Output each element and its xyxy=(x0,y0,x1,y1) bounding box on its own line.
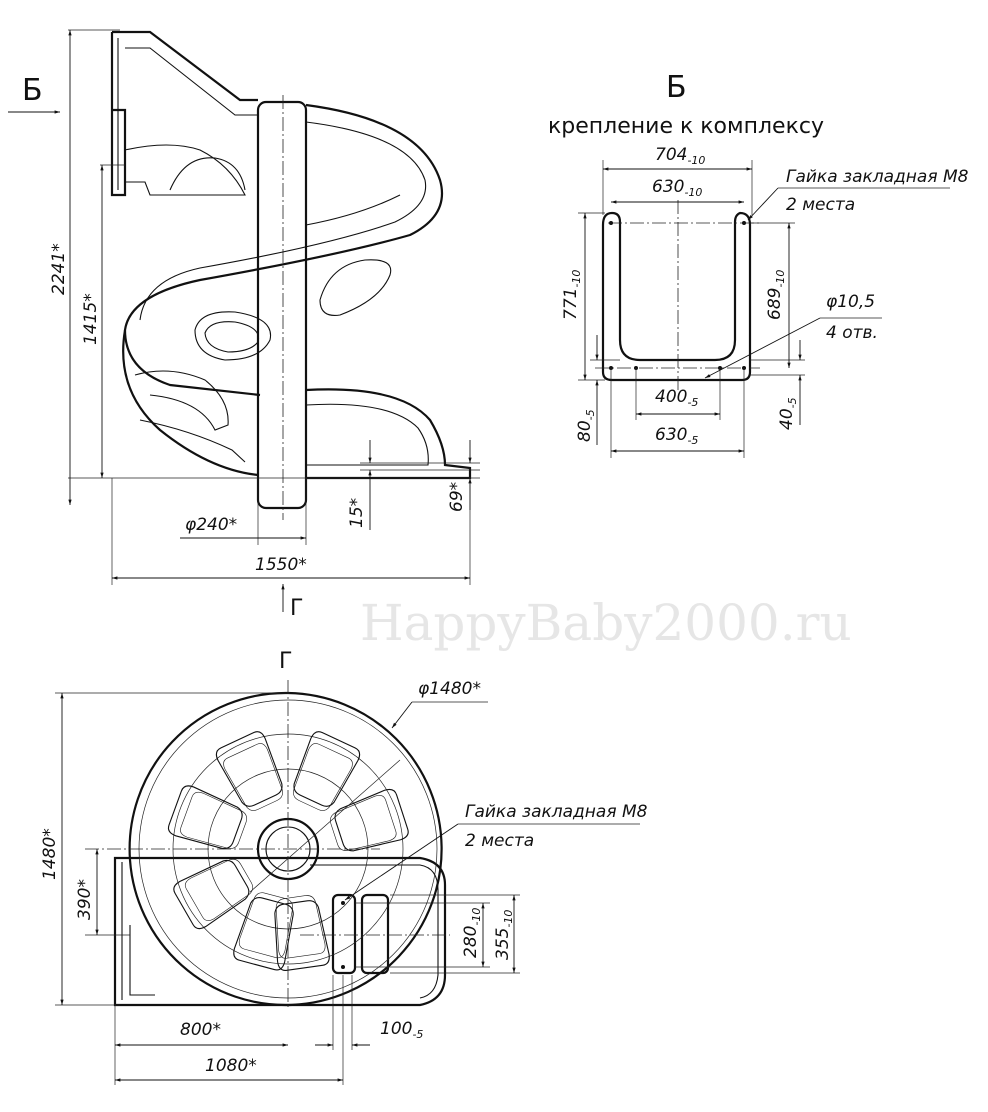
view-b-subtitle: крепление к комплексу xyxy=(548,114,824,139)
side-view: Б 2241* 1415* φ240* xyxy=(8,29,480,621)
dim-inner-width: 630-10 xyxy=(652,177,702,199)
spiral-upper xyxy=(123,103,444,397)
dim-exit-height: 69* xyxy=(447,482,467,512)
dim-bottom-width: 630-5 xyxy=(655,425,698,447)
dim-bottom-offset-right: 40-5 xyxy=(777,397,799,430)
slot-1 xyxy=(331,893,357,975)
exit-chute xyxy=(305,388,472,480)
dim-hole-spacing: 400-5 xyxy=(655,387,698,409)
dim-height-platform: 1415* xyxy=(81,293,101,345)
dim-disc-diameter: φ1480* xyxy=(418,679,481,699)
dim-height-inner: 689-10 xyxy=(765,270,787,320)
top-chute xyxy=(112,30,258,102)
slot-2 xyxy=(360,893,390,975)
view-g-arrow-label: Г xyxy=(290,596,303,621)
central-column xyxy=(256,100,308,510)
hole-note-line1: φ10,5 xyxy=(826,292,875,312)
dim-width-total: 1080* xyxy=(205,1056,257,1076)
dim-outer-width: 704-10 xyxy=(655,145,705,167)
dim-bottom-offset: 80-5 xyxy=(575,409,597,442)
dim-gap: 15* xyxy=(347,498,367,528)
mount-bracket xyxy=(601,211,752,382)
platform xyxy=(113,856,447,1007)
dim-offset: 390* xyxy=(75,879,95,920)
view-g: Г xyxy=(40,649,648,1085)
dim-column-diameter: φ240* xyxy=(185,515,237,535)
dim-length: 1550* xyxy=(255,555,307,575)
dim-height-total: 2241* xyxy=(49,243,69,295)
nut-note-line1: Гайка закладная M8 xyxy=(786,167,969,187)
view-b-arrow-label: Б xyxy=(22,73,43,108)
dim-slot-inner: 280-10 xyxy=(461,908,483,958)
dim-slot-outer: 355-10 xyxy=(493,910,515,960)
nut-note-line2: 2 места xyxy=(786,195,855,215)
dim-width-center: 800* xyxy=(180,1020,221,1040)
dim-slot-width: 100-5 xyxy=(380,1019,423,1041)
hole-note-line2: 4 отв. xyxy=(826,323,878,343)
view-b: Б крепление к комплексу 704-10 630-10 77… xyxy=(548,70,969,458)
spiral-lower xyxy=(122,329,259,477)
nut-note-g-line2: 2 места xyxy=(465,831,534,851)
nut-note-g-line1: Гайка закладная M8 xyxy=(465,802,648,822)
view-b-title: Б xyxy=(666,70,687,105)
dim-height-outer: 771-10 xyxy=(561,270,583,320)
dim-disc-height: 1480* xyxy=(40,828,60,880)
back-plate xyxy=(110,32,127,197)
watermark: HappyBaby2000.ru xyxy=(360,594,852,652)
view-g-title: Г xyxy=(279,649,292,674)
